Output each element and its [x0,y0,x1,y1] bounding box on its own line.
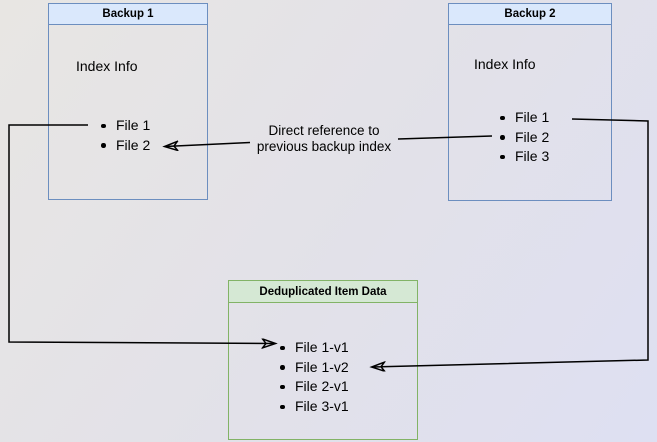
direct-reference-label-line2: previous backup index [256,139,392,154]
dedup-title: Deduplicated Item Data [229,281,417,303]
list-item: File 2 [100,136,150,156]
list-item: File 1-v2 [279,358,349,378]
backup1-index-label: Index Info [76,58,138,74]
direct-reference-label: Direct reference to previous backup inde… [234,123,414,155]
backup2-file-list: File 1 File 2 File 3 [499,108,549,167]
list-item: File 1 [100,116,150,136]
list-item: File 2-v1 [279,377,349,397]
backup1-file-list: File 1 File 2 [100,116,150,155]
dedup-item-list: File 1-v1 File 1-v2 File 2-v1 File 3-v1 [279,338,349,417]
dedup-node: Deduplicated Item Data File 1-v1 File 1-… [228,280,418,440]
backup1-title: Backup 1 [49,4,207,25]
list-item: File 3-v1 [279,397,349,417]
backup1-node: Backup 1 Index Info File 1 File 2 [48,3,208,200]
list-item: File 3 [499,147,549,167]
backup2-index-label: Index Info [474,56,536,72]
list-item: File 2 [499,128,549,148]
list-item: File 1 [499,108,549,128]
list-item: File 1-v1 [279,338,349,358]
backup2-node: Backup 2 Index Info File 1 File 2 File 3 [448,3,612,201]
direct-reference-label-line1: Direct reference to [268,123,380,138]
backup2-title: Backup 2 [449,4,611,25]
